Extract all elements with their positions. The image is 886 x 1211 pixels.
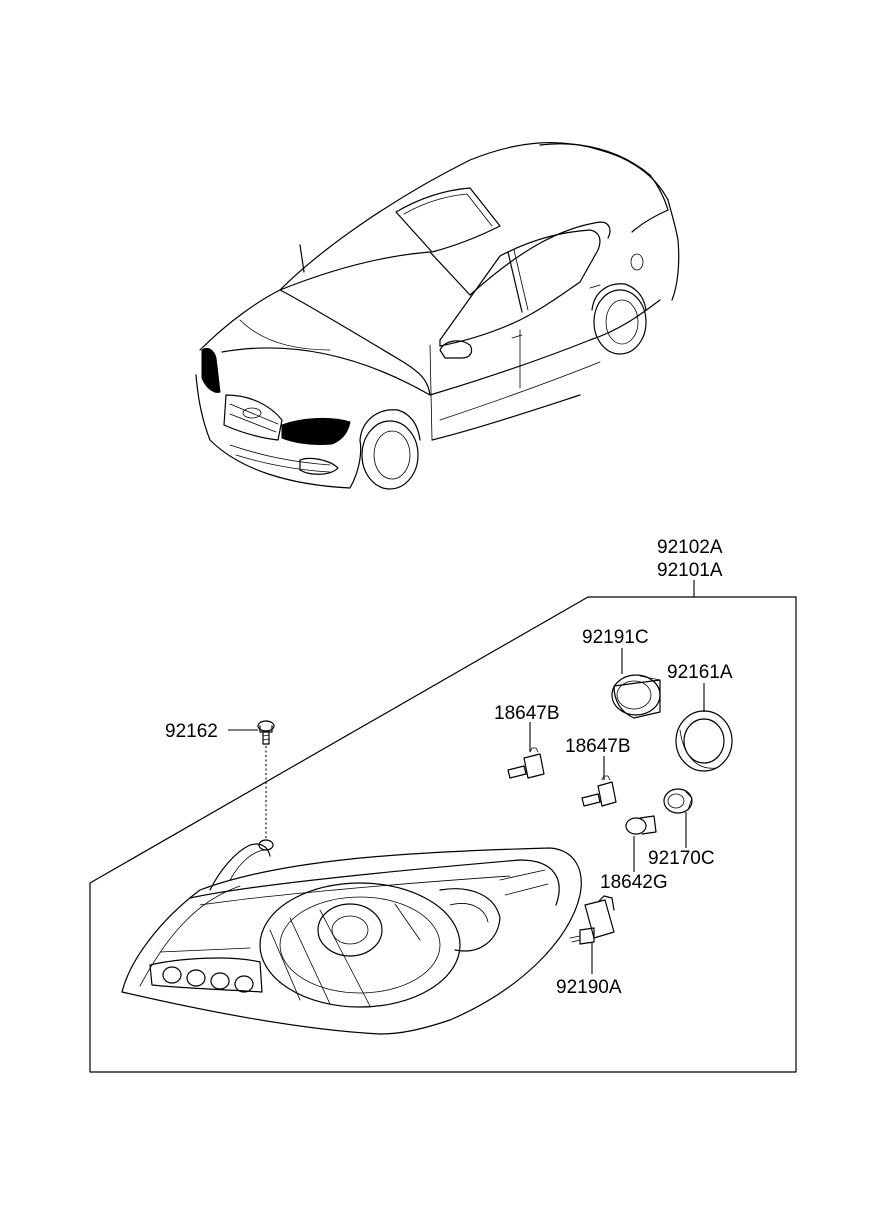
bulb-part-1: [507, 747, 545, 779]
headlamp-highlight-left: [201, 347, 221, 393]
small-bulb-part: [625, 815, 657, 835]
socket-cover-part: [611, 674, 661, 719]
label-assembly-rh: 92102A: [657, 537, 723, 558]
label-small-bulb: 18642G: [600, 872, 668, 893]
car-illustration: [195, 141, 680, 490]
bulb-cover-part: [675, 710, 733, 772]
bulb-part-2: [581, 775, 617, 807]
socket-part: [663, 788, 693, 814]
leveling-actuator-part: [569, 895, 615, 945]
screw-part: [257, 720, 275, 745]
headlamp-assembly: [121, 839, 582, 1035]
label-socket: 92170C: [648, 848, 715, 869]
assembly-boundary: [89, 596, 797, 1073]
label-bulb-main: 18647B: [494, 703, 560, 724]
label-screw: 92162: [165, 721, 218, 742]
label-assembly-lh: 92101A: [657, 560, 723, 581]
label-socket-cover: 92191C: [582, 627, 649, 648]
label-bulb-cover: 92161A: [667, 662, 733, 683]
label-bulb-secondary: 18647B: [565, 736, 631, 757]
headlamp-highlight-right: [281, 417, 351, 445]
label-leveling-actuator: 92190A: [556, 977, 622, 998]
